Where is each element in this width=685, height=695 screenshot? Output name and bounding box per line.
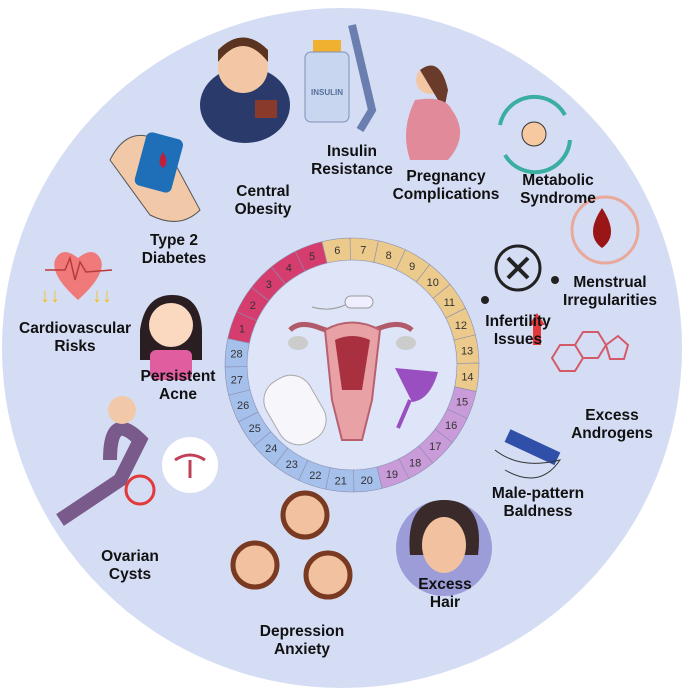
label-line: Male-pattern	[491, 485, 585, 502]
cycle-day-number: 6	[334, 245, 340, 257]
label-line: Insulin	[327, 143, 377, 160]
recycle-arrows-icon	[498, 94, 572, 175]
uterus-icon	[288, 321, 416, 441]
cycle-day-number: 16	[445, 420, 457, 432]
label-line: Infertility	[485, 313, 551, 330]
label-line: Irregularities	[563, 292, 657, 309]
label-line: Syndrome	[520, 190, 596, 207]
woman-excess-hair-icon	[396, 500, 492, 596]
cycle-day-number: 12	[455, 320, 467, 332]
cycle-day-number: 13	[461, 345, 473, 357]
cycle-day-number: 20	[361, 475, 373, 487]
cycle-day-number: 2	[250, 300, 256, 312]
label-line: Risks	[54, 338, 96, 355]
cycle-day-number: 23	[286, 459, 298, 471]
label-line: Persistent	[140, 368, 216, 385]
label-line: Acne	[159, 386, 197, 403]
label-line: Excess	[418, 576, 472, 593]
label-line: Central	[236, 183, 290, 200]
steroid-molecule-icon	[529, 313, 630, 372]
blood-drop-cycle-icon	[570, 195, 640, 265]
cycle-day-number: 24	[265, 443, 277, 455]
label-line: Resistance	[311, 161, 393, 178]
svg-text:↓↓: ↓↓	[40, 285, 60, 307]
menstrual-cup-icon	[395, 368, 438, 429]
comb-hair-icon	[494, 429, 562, 479]
cycle-day-number: 4	[286, 263, 292, 275]
cycle-day-number: 21	[335, 475, 347, 487]
svg-text:↓↓: ↓↓	[92, 285, 112, 307]
label-line: Cysts	[108, 566, 152, 583]
sad-faces-icon	[230, 490, 353, 600]
cycle-day-number: 10	[427, 277, 439, 289]
label-line: Cardiovascular	[19, 320, 131, 337]
insulin-vial-syringe-icon: INSULIN	[304, 24, 377, 133]
cycle-day-number: 11	[444, 297, 455, 309]
label-line: Diabetes	[141, 250, 207, 267]
cycle-day-number: 9	[409, 261, 415, 273]
cycle-day-number: 7	[360, 245, 366, 257]
label-line: Menstrual	[573, 274, 647, 291]
cycle-day-number: 27	[231, 375, 243, 387]
cycle-day-number: 17	[429, 441, 441, 453]
cycle-day-number: 3	[266, 279, 272, 291]
pad-icon	[263, 374, 327, 446]
cycle-day-number: 25	[249, 423, 261, 435]
cycle-day-number: 1	[239, 323, 245, 335]
glucose-meter-hand-icon	[109, 132, 201, 222]
label-line: Excess	[585, 407, 639, 424]
cycle-day-number: 26	[237, 400, 249, 412]
cycle-day-number: 15	[456, 397, 468, 409]
label-line: Metabolic	[522, 172, 594, 189]
label-line: Androgens	[571, 425, 653, 442]
cycle-day-number: 19	[386, 469, 398, 481]
label-line: Type 2	[150, 232, 198, 249]
sperm-blocked-icon	[481, 244, 559, 304]
heart-ecg-icon: ↓↓ ↓↓	[40, 251, 113, 307]
insulin-vial-label: INSULIN	[311, 88, 343, 97]
cycle-day-number: 14	[461, 371, 473, 383]
cycle-day-number: 5	[309, 251, 315, 263]
cycle-day-segment	[224, 338, 250, 368]
cycle-day-number: 18	[409, 457, 421, 469]
label-line: Anxiety	[273, 641, 330, 658]
label-line: Ovarian	[101, 548, 159, 565]
label-line: Hair	[429, 594, 461, 611]
acne-girl-icon	[140, 295, 202, 380]
cycle-day-number: 8	[386, 250, 392, 262]
label-line: Baldness	[503, 503, 573, 520]
label-line: Obesity	[234, 201, 292, 218]
cycle-day-number: 22	[309, 470, 321, 482]
label-line: Complications	[392, 186, 500, 203]
woman-eating-icon	[200, 37, 290, 143]
label-line: Pregnancy	[406, 168, 486, 185]
cycle-day-number: 28	[230, 349, 242, 361]
tampon-icon	[311, 295, 374, 310]
woman-with-fever-icon	[56, 396, 218, 526]
label-line: Depression	[259, 623, 345, 640]
pregnant-woman-icon	[406, 65, 461, 160]
label-line: Issues	[493, 331, 543, 348]
